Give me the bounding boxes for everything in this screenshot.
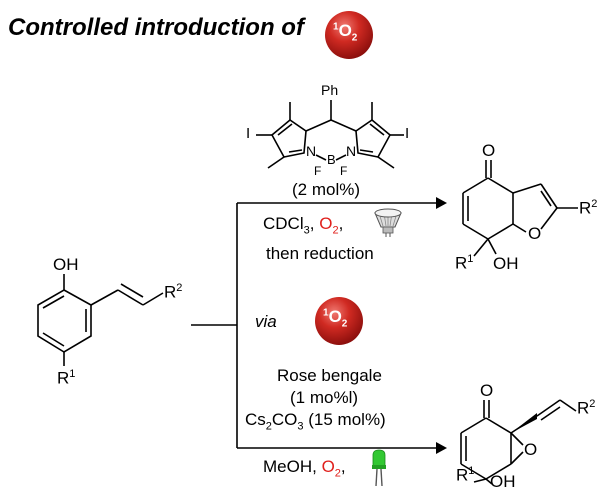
phenyl-label: Ph <box>321 82 339 98</box>
product-bottom-structure <box>460 399 577 485</box>
boron-label: B <box>327 152 336 167</box>
reaction-arrows <box>191 202 436 449</box>
iodo-right-label: I <box>405 125 410 142</box>
arrowhead-bottom <box>436 442 447 454</box>
substrate-oh-label: OH <box>53 255 79 274</box>
middle-badge-label: 1O2 <box>323 307 348 330</box>
catalyst-loading-top: (2 mol%) <box>292 180 361 199</box>
via-label: via <box>255 312 277 331</box>
oxygen-label-bottom: O2 <box>321 457 341 480</box>
arrowhead-top <box>436 197 447 209</box>
product-top-carbonyl-o: O <box>482 141 496 160</box>
fluoro-left-label: F <box>314 164 322 178</box>
product-bottom-carbonyl-o: O <box>480 381 494 400</box>
product-top-ring-o: O <box>528 224 542 243</box>
rose-bengal-loading: (1 mo%l) <box>290 388 359 407</box>
bodipy-structure <box>256 100 404 169</box>
green-led-icon <box>372 449 386 487</box>
substrate-r1-label: R1 <box>57 368 76 388</box>
product-top-oh-label: OH <box>493 254 519 273</box>
header-badge-label: 1O2 <box>333 21 358 44</box>
conditions-top-line1: CDCl3, O2, <box>263 214 344 237</box>
singlet-oxygen-badge-header <box>325 11 373 59</box>
substrate-structure <box>37 274 164 366</box>
product-bottom-epoxide-o: O <box>524 440 538 459</box>
conditions-top-line2: then reduction <box>266 244 374 263</box>
rose-bengal-label: Rose bengale <box>277 366 382 385</box>
page-title: Controlled introduction of <box>8 14 304 41</box>
singlet-oxygen-badge-middle <box>315 297 363 345</box>
wedge-bond-bottom <box>511 413 537 433</box>
lamp-icon <box>374 208 402 237</box>
product-top-r1-label: R1 <box>455 253 474 273</box>
product-bottom-r2-label: R2 <box>577 398 596 418</box>
base-label: Cs2CO3 (15 mol%) <box>245 410 386 433</box>
iodo-left-label: I <box>246 125 251 142</box>
substrate-r2-label: R2 <box>164 282 183 302</box>
nitrogen-left-label: N <box>306 143 317 159</box>
conditions-bottom-solvent: MeOH, O2, <box>263 457 346 480</box>
product-bottom-r1-label: R1 <box>456 465 475 485</box>
fluoro-right-label: F <box>340 164 348 178</box>
nitrogen-right-label: N <box>346 143 357 159</box>
product-bottom-oh-label: OH <box>490 472 516 491</box>
oxygen-label-top: O2 <box>319 214 339 237</box>
product-top-r2-label: R2 <box>579 198 598 218</box>
product-top-structure <box>462 160 578 257</box>
